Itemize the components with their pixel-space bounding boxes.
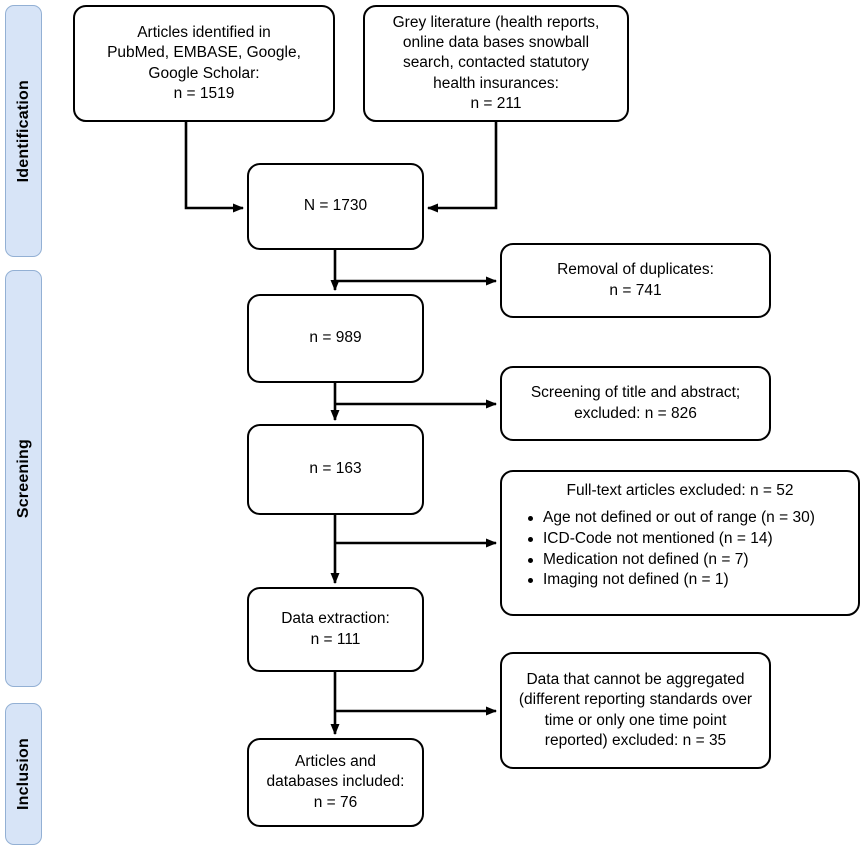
node-total-records: N = 1730 (247, 163, 424, 250)
node-data-extraction: Data extraction: n = 111 (247, 587, 424, 672)
node-records-after-duplicates: n = 989 (247, 294, 424, 383)
node-line: n = 111 (310, 630, 361, 648)
node-line: N = 1730 (303, 197, 368, 215)
phase-tab-identification-label: Identification (14, 79, 32, 183)
node-line: time or only one time point (544, 711, 727, 729)
list-item: ICD-Code not mentioned (n = 14) (526, 529, 815, 550)
phase-tab-screening-label: Screening (14, 438, 32, 519)
node-line: Screening of title and abstract; (530, 384, 741, 402)
node-line: Data that cannot be aggregated (526, 671, 745, 689)
node-articles-identified: Articles identified in PubMed, EMBASE, G… (73, 5, 335, 122)
node-line: Data extraction: (281, 610, 390, 628)
node-grey-literature: Grey literature (health reports, online … (363, 5, 629, 122)
node-line: n = 211 (470, 94, 522, 112)
node-line: n = 163 (309, 460, 362, 478)
node-line: (different reporting standards over (518, 691, 753, 709)
node-line: n = 989 (309, 329, 362, 347)
phase-tab-screening: Screening (5, 270, 42, 687)
fulltext-excluded-title: Full-text articles excluded: n = 52 (566, 482, 794, 499)
list-item: Imaging not defined (n = 1) (526, 570, 815, 591)
list-item: Medication not defined (n = 7) (526, 550, 815, 571)
node-line: n = 741 (609, 281, 662, 299)
connector-sources-to-total (184, 122, 244, 213)
node-line: databases included: (266, 773, 405, 791)
node-line: n = 76 (313, 793, 358, 811)
phase-tab-inclusion-label: Inclusion (14, 737, 32, 811)
node-line: Articles identified in (137, 24, 271, 42)
node-line: excluded: n = 826 (574, 404, 697, 422)
node-records-after-screening: n = 163 (247, 424, 424, 515)
list-item: Age not defined or out of range (n = 30) (526, 508, 815, 529)
node-fulltext-excluded: Full-text articles excluded: n = 52 Age … (500, 470, 860, 616)
node-line: n = 1519 (173, 84, 235, 102)
node-line: PubMed, EMBASE, Google, (107, 44, 301, 62)
node-removal-of-duplicates: Removal of duplicates: n = 741 (500, 243, 771, 318)
node-line: Removal of duplicates: (557, 261, 714, 279)
node-line: reported) excluded: n = 35 (544, 731, 727, 749)
node-articles-databases-included: Articles and databases included: n = 76 (247, 738, 424, 827)
node-screening-title-abstract: Screening of title and abstract; exclude… (500, 366, 771, 441)
node-line: Articles and (295, 753, 376, 771)
connector-grey-to-total (427, 122, 498, 213)
node-line: search, contacted statutory (402, 54, 590, 72)
phase-tab-inclusion: Inclusion (5, 703, 42, 845)
node-line: Grey literature (health reports, (392, 14, 600, 32)
phase-tab-identification: Identification (5, 5, 42, 257)
fulltext-exclusion-reason-list: Age not defined or out of range (n = 30)… (526, 508, 815, 591)
node-data-not-aggregable: Data that cannot be aggregated (differen… (500, 652, 771, 769)
node-line: health insurances: (433, 74, 559, 92)
node-line: Google Scholar: (148, 64, 260, 82)
node-line: online data bases snowball (402, 34, 590, 52)
